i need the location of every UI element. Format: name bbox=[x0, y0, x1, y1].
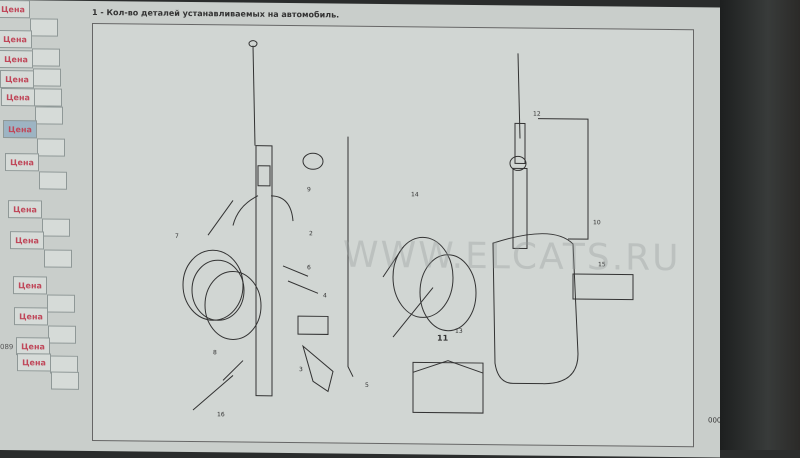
price-link[interactable]: Цена bbox=[0, 29, 32, 49]
price-link[interactable]: Цена bbox=[1, 88, 35, 107]
price-link[interactable]: Цена bbox=[14, 307, 48, 326]
part-label: 11 bbox=[437, 333, 449, 343]
parts-diagram: 7 9 2 6 4 3 5 8 16 14 13 11 12 10 15 WWW… bbox=[92, 22, 744, 448]
title-text: - Кол-во деталей устанавливаемых на авто… bbox=[100, 8, 340, 20]
table-cell bbox=[35, 106, 63, 125]
price-link[interactable]: Цена bbox=[0, 70, 34, 89]
table-cell bbox=[44, 249, 72, 268]
part-label: 13 bbox=[455, 327, 463, 335]
table-cell bbox=[30, 18, 58, 37]
table-cell bbox=[33, 68, 61, 87]
monitor-bezel bbox=[720, 0, 800, 450]
table-cell bbox=[42, 218, 70, 237]
part-code: 089 bbox=[0, 343, 14, 352]
part-label: 2 bbox=[309, 230, 313, 238]
table-cell bbox=[48, 325, 76, 344]
part-label: 3 bbox=[299, 366, 303, 374]
table-cell bbox=[32, 48, 60, 67]
price-link[interactable]: Цена bbox=[0, 0, 30, 19]
part-label: 16 bbox=[217, 411, 225, 419]
table-cell bbox=[39, 171, 67, 190]
part-label: 6 bbox=[307, 264, 311, 272]
part-label: 4 bbox=[323, 292, 327, 300]
title-number: 1 bbox=[92, 7, 98, 18]
part-label: 5 bbox=[365, 381, 369, 389]
part-label: 8 bbox=[213, 349, 217, 357]
price-link[interactable]: Цена bbox=[3, 120, 37, 139]
part-label: 12 bbox=[533, 110, 541, 118]
part-label: 9 bbox=[307, 186, 311, 194]
part-label: 10 bbox=[593, 219, 601, 227]
table-cell bbox=[51, 371, 79, 390]
table-cell bbox=[47, 294, 75, 313]
part-label: 7 bbox=[175, 232, 179, 240]
price-link[interactable]: Цена bbox=[17, 353, 51, 372]
table-cell bbox=[37, 138, 65, 157]
price-link[interactable]: Цена bbox=[5, 153, 39, 172]
table-cell bbox=[34, 88, 62, 107]
price-link[interactable]: Цена bbox=[10, 231, 44, 250]
diagram-drawing bbox=[182, 40, 634, 414]
price-link[interactable]: Цена bbox=[0, 49, 33, 69]
price-link[interactable]: Цена bbox=[13, 276, 47, 295]
diagram-title: 1 - Кол-во деталей устанавливаемых на ав… bbox=[92, 8, 339, 20]
watermark: WWW.ELCATS.RU bbox=[343, 234, 681, 280]
part-label: 14 bbox=[411, 191, 419, 199]
price-link[interactable]: Цена bbox=[8, 200, 42, 219]
